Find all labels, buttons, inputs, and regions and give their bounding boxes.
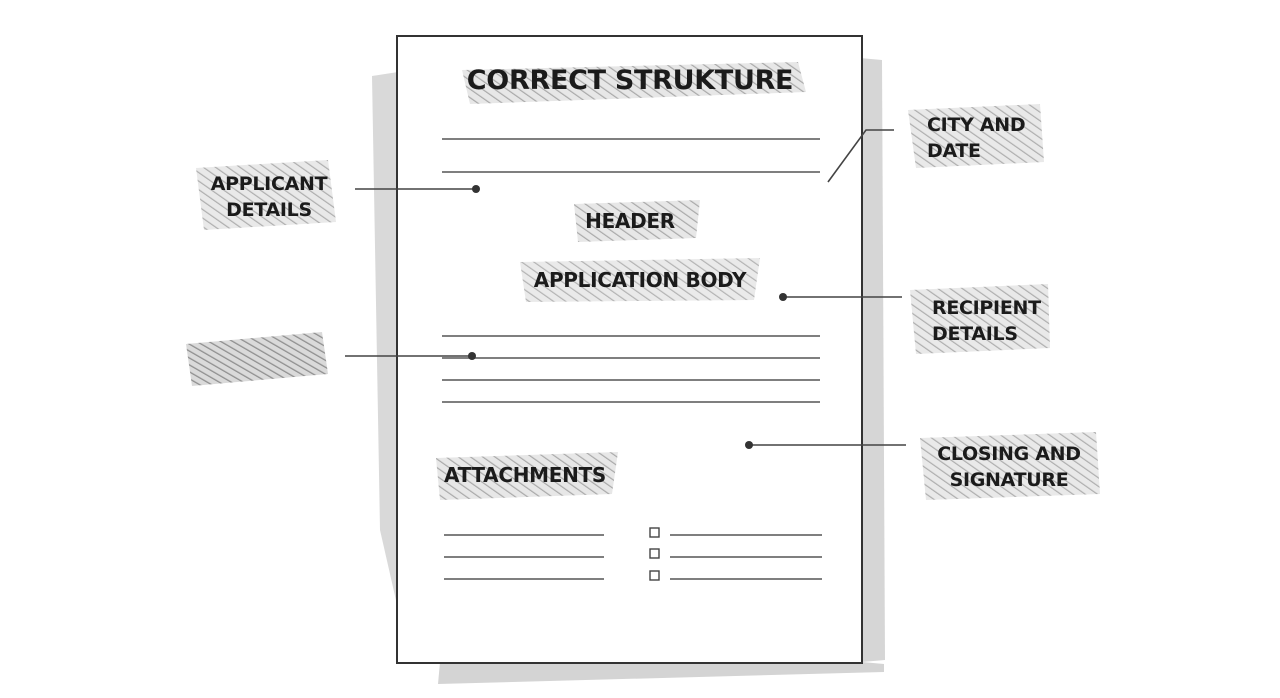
blank-callout-leader-dot — [468, 352, 476, 360]
back-paper-bottom — [438, 662, 884, 684]
document-title: CORRECT STRUKTURE — [466, 65, 794, 96]
header-scribble — [574, 200, 700, 242]
recipient-details-line-2: DETAILS — [932, 323, 1018, 345]
recipient-scribble — [910, 284, 1050, 354]
body-scribble — [520, 258, 760, 302]
closing-scribble — [920, 432, 1100, 500]
recipient-details-callout: RECIPIENT DETAILS — [932, 295, 1041, 347]
applicant-leader-dot — [472, 185, 480, 193]
application-body-label: APPLICATION BODY — [533, 268, 747, 292]
closing-and-signature-line-1: CLOSING AND — [937, 443, 1081, 465]
closing-and-signature-callout: CLOSING AND SIGNATURE — [934, 441, 1084, 493]
back-paper-right — [860, 58, 885, 662]
recipient-details-line-1: RECIPIENT — [932, 297, 1041, 319]
title-scribble — [462, 62, 806, 104]
checkbox-3 — [649, 570, 660, 581]
city-and-date-line-2: DATE — [927, 140, 981, 162]
applicant-details-line-2: DETAILS — [226, 199, 312, 221]
back-paper-left — [372, 72, 410, 662]
closing-and-signature-line-2: SIGNATURE — [949, 469, 1069, 491]
city-leader — [827, 129, 894, 183]
checkbox-1 — [649, 527, 660, 538]
header-label: HEADER — [585, 209, 675, 233]
city-scribble — [908, 104, 1044, 168]
city-and-date-line-1: CITY AND — [927, 114, 1026, 136]
city-and-date-callout: CITY AND DATE — [927, 112, 1026, 164]
applicant-scribble — [196, 160, 336, 230]
letter-page — [396, 35, 863, 664]
blank-callout-scribble — [186, 332, 328, 386]
attachments-label: ATTACHMENTS — [443, 463, 607, 487]
closing-leader-dot — [745, 441, 753, 449]
applicant-details-line-1: APPLICANT — [210, 173, 328, 195]
checkbox-2 — [649, 548, 660, 559]
applicant-details-callout: APPLICANT DETAILS — [209, 171, 329, 223]
recipient-leader-dot — [779, 293, 787, 301]
attachments-scribble — [436, 452, 618, 500]
